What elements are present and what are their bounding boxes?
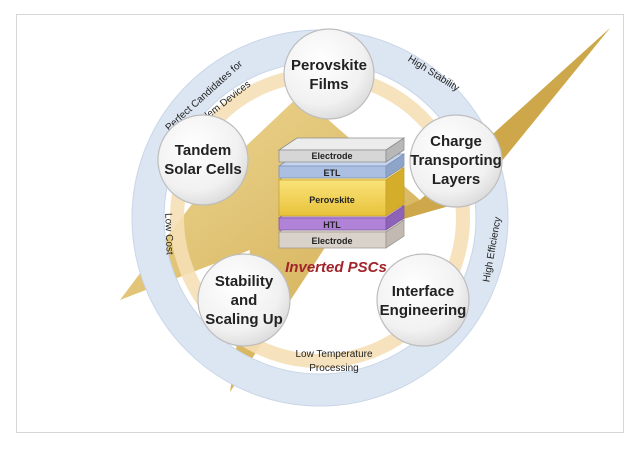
svg-text:Perovskite: Perovskite: [309, 195, 355, 205]
svg-text:Transporting: Transporting: [410, 152, 502, 169]
svg-text:Charge: Charge: [430, 133, 482, 150]
svg-text:and: and: [231, 292, 258, 309]
svg-text:Solar Cells: Solar Cells: [164, 161, 242, 178]
center-title: Inverted PSCs: [285, 259, 387, 276]
svg-text:Stability: Stability: [215, 273, 274, 290]
svg-text:Electrode: Electrode: [311, 151, 352, 161]
svg-text:HTL: HTL: [323, 220, 341, 230]
ring-label-low-cost: Low Cost: [162, 213, 174, 255]
svg-text:Perovskite: Perovskite: [291, 57, 367, 74]
node-interface-engineering: Interface Engineering: [376, 253, 470, 347]
ring-label-low-temp: Low Temperature Processing: [295, 349, 373, 374]
svg-text:Interface: Interface: [392, 283, 455, 300]
svg-text:Low Temperature: Low Temperature: [295, 349, 373, 360]
svg-text:Layers: Layers: [432, 171, 480, 188]
svg-text:Engineering: Engineering: [380, 302, 467, 319]
device-stack: Electrode HTL Perovskite ETL Ele: [277, 137, 406, 249]
svg-text:Electrode: Electrode: [311, 236, 352, 246]
node-charge-transporting-layers: Charge Transporting Layers: [409, 114, 503, 208]
node-tandem-solar-cells: Tandem Solar Cells: [157, 114, 249, 206]
svg-text:Tandem: Tandem: [175, 142, 231, 159]
svg-text:Processing: Processing: [309, 363, 358, 374]
layer-electrode-top: Electrode: [277, 137, 406, 163]
svg-text:ETL: ETL: [324, 168, 342, 178]
svg-text:Scaling Up: Scaling Up: [205, 311, 283, 328]
node-perovskite-films: Perovskite Films: [283, 28, 375, 120]
svg-text:Films: Films: [309, 76, 348, 93]
node-stability-scaling-up: Stability and Scaling Up: [197, 253, 291, 347]
